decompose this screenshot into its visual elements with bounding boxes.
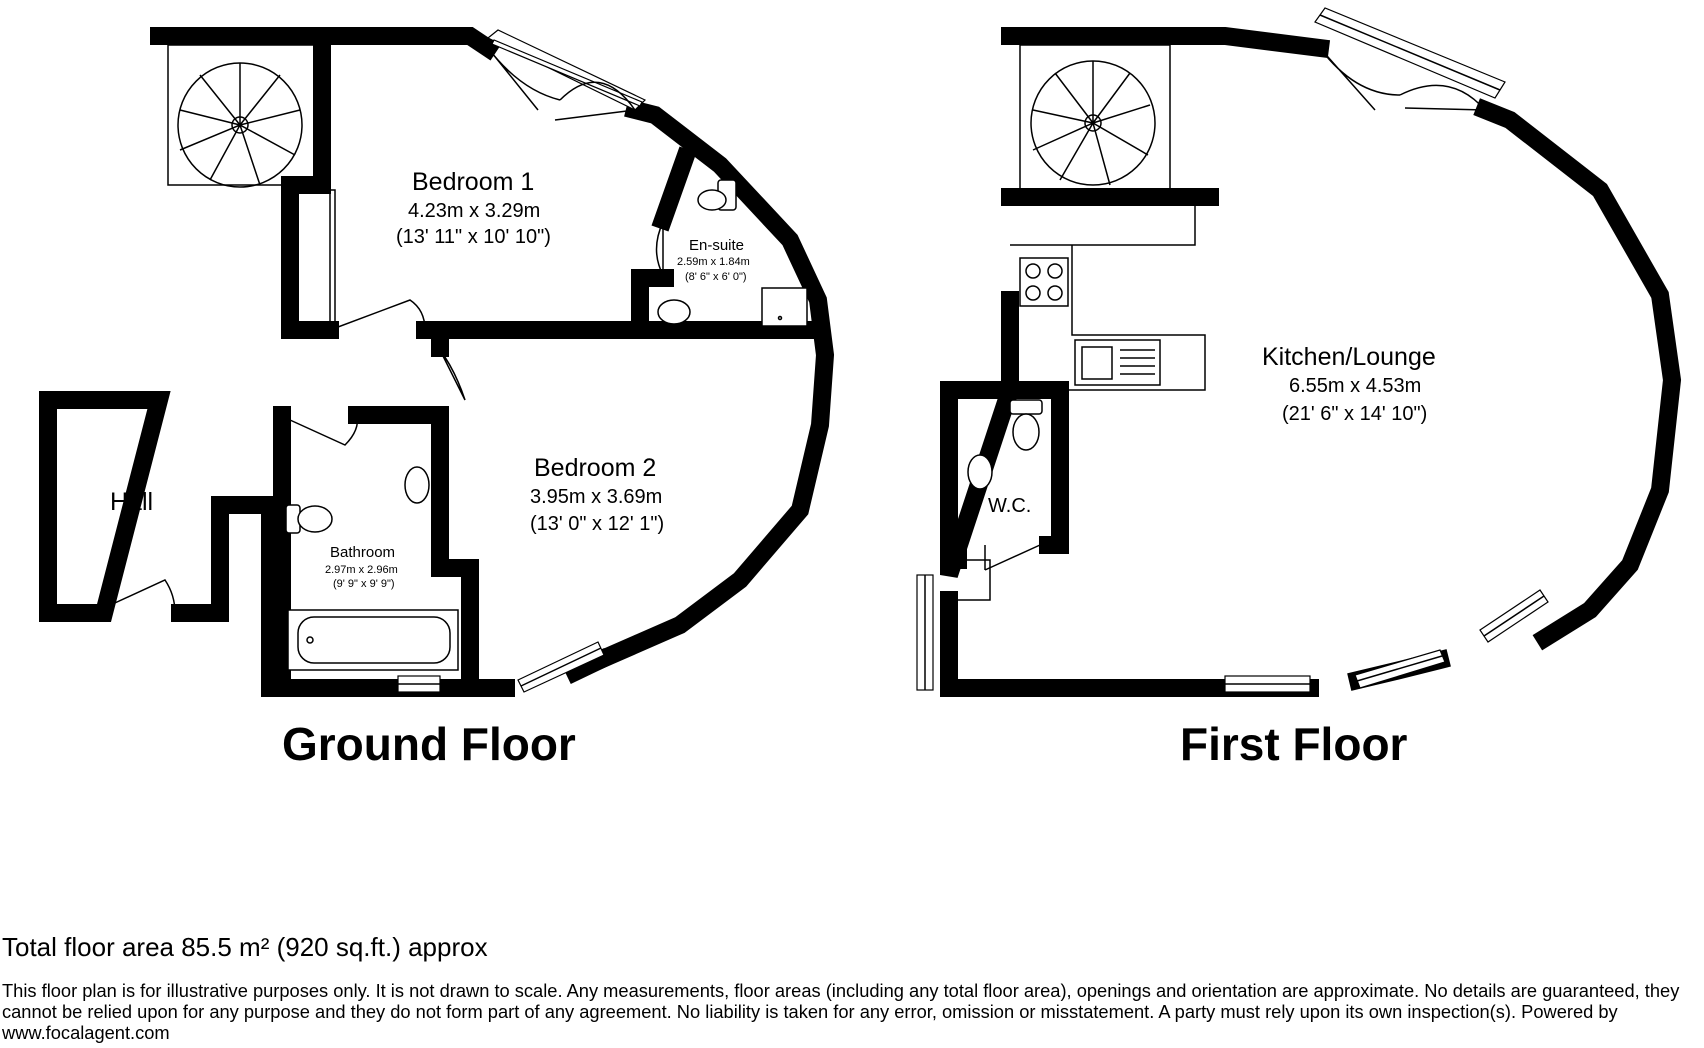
kitchen-lounge-dims: 6.55m x 4.53m (1289, 375, 1421, 397)
bathroom-label: Bathroom (330, 544, 395, 561)
hall-label: Hall (110, 488, 153, 516)
bathroom-wall (273, 321, 479, 689)
window (397, 675, 441, 693)
kitchen-lounge-label: Kitchen/Lounge (1262, 343, 1436, 371)
bathroom-dims: 2.97m x 2.96m (325, 564, 398, 576)
ground-floor-title: Ground Floor (282, 718, 576, 770)
door (103, 47, 664, 614)
bedroom-1-label: Bedroom 1 (412, 168, 534, 196)
ground-floor-outer-wall (39, 27, 835, 697)
window (1314, 7, 1506, 99)
stair-partition-wall (281, 27, 339, 339)
total-floor-area: Total floor area 85.5 m² (920 sq.ft.) ap… (2, 932, 488, 962)
basin (967, 454, 993, 490)
door (958, 47, 1486, 601)
spiral-staircase (167, 44, 323, 188)
wc-label: W.C. (988, 495, 1031, 517)
first-floor-title: First Floor (1180, 718, 1408, 770)
bedroom-2-dims-imperial: (13' 0" x 12' 1") (530, 513, 664, 535)
basin (657, 299, 691, 325)
spiral-staircase (1019, 44, 1171, 191)
window (1354, 649, 1446, 689)
window (517, 641, 605, 693)
bedroom-1-dims-imperial: (13' 11" x 10' 10") (396, 226, 551, 248)
bath (287, 609, 459, 671)
bedroom-2-label: Bedroom 2 (534, 454, 656, 482)
kitchen-worktop (1010, 197, 1206, 391)
shower-tray (761, 287, 808, 327)
toilet (1009, 399, 1043, 451)
ground-floor-plan: Hall Bedroom 1 4.23m x 3.29m (13' 11" x … (39, 27, 835, 770)
ensuite-dims-imperial: (8' 6" x 6' 0") (685, 271, 747, 283)
bedroom-1-dims: 4.23m x 3.29m (408, 200, 540, 222)
wardrobe (329, 189, 336, 326)
ensuite-dims: 2.59m x 1.84m (677, 256, 750, 268)
window (486, 29, 647, 111)
disclaimer-text: This floor plan is for illustrative purp… (2, 980, 1680, 1043)
ensuite-label: En-suite (689, 237, 744, 254)
basin (404, 466, 430, 504)
kitchen-lounge-dims-imperial: (21' 6" x 14' 10") (1282, 403, 1427, 425)
window (1479, 589, 1549, 643)
window (1224, 675, 1311, 693)
toilet (697, 179, 737, 211)
toilet (285, 504, 333, 534)
sink (1074, 339, 1161, 386)
ground-floor-outer-wall-right (562, 647, 613, 685)
ensuite-wall (631, 146, 697, 339)
bathroom-dims-imperial: (9' 9" x 9' 9") (333, 578, 395, 590)
hob (1019, 257, 1069, 307)
window (916, 574, 934, 691)
bedroom-2-dims: 3.95m x 3.69m (530, 486, 662, 508)
first-floor-plan: Kitchen/Lounge 6.55m x 4.53m (21' 6" x 1… (916, 7, 1682, 770)
